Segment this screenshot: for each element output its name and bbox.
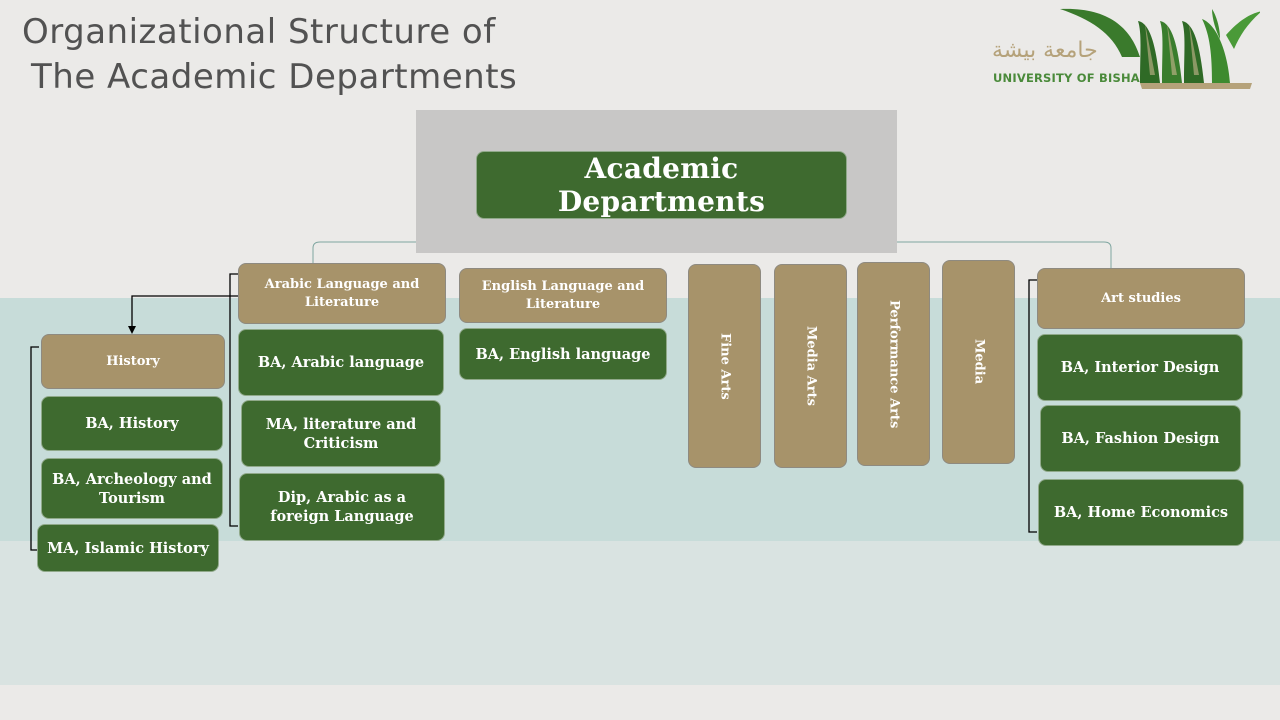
slide-title-line1: Organizational Structure of xyxy=(22,12,496,52)
program-label: BA, Home Economics xyxy=(1053,504,1229,521)
department-label: History xyxy=(106,353,160,369)
department-english: English Language and Literature xyxy=(459,268,667,323)
department-label: Performance Arts xyxy=(886,299,902,429)
department-media: Media xyxy=(942,260,1015,464)
program-node: BA, Archeology and Tourism xyxy=(41,458,223,519)
program-label: Dip, Arabic as a foreign Language xyxy=(270,489,414,525)
program-label: BA, Interior Design xyxy=(1060,359,1220,376)
program-node: BA, English language xyxy=(459,328,667,380)
program-label: MA, literature and Criticism xyxy=(265,415,417,452)
department-arabic: Arabic Language and Literature xyxy=(238,263,446,324)
slide-title-line2: The Academic Departments xyxy=(31,57,518,97)
department-history: History xyxy=(41,334,225,389)
program-node: BA, Interior Design xyxy=(1037,334,1243,401)
department-media-arts: Media Arts xyxy=(774,264,847,468)
slide-title: Organizational Structure of The Academic… xyxy=(22,10,517,100)
program-label: BA, Arabic language xyxy=(257,354,425,371)
program-node: BA, Home Economics xyxy=(1038,479,1244,546)
department-label: English Language and Literature xyxy=(481,278,645,312)
department-label: Media xyxy=(971,339,987,385)
department-fine-arts: Fine Arts xyxy=(688,264,761,468)
program-node: MA, Islamic History xyxy=(37,524,219,572)
program-label: BA, Fashion Design xyxy=(1061,430,1220,447)
root-node: Academic Departments xyxy=(476,151,847,219)
program-node: BA, History xyxy=(41,396,223,451)
root-label: Academic Departments xyxy=(557,152,766,218)
department-label: Arabic Language and Literature xyxy=(264,276,420,310)
program-node: MA, literature and Criticism xyxy=(241,400,441,467)
program-node: BA, Fashion Design xyxy=(1040,405,1241,472)
program-label: MA, Islamic History xyxy=(47,539,209,557)
program-label: BA, Archeology and Tourism xyxy=(52,470,212,507)
program-label: BA, History xyxy=(85,415,179,432)
logo-english-text: UNIVERSITY OF BISHA xyxy=(993,71,1140,85)
department-art-studies: Art studies xyxy=(1037,268,1245,329)
program-label: BA, English language xyxy=(475,345,651,363)
program-node: BA, Arabic language xyxy=(238,329,444,396)
department-label: Art studies xyxy=(1101,290,1181,306)
department-label: Fine Arts xyxy=(717,332,733,400)
program-node: Dip, Arabic as a foreign Language xyxy=(239,473,445,541)
department-label: Media Arts xyxy=(803,326,819,406)
department-performance-arts: Performance Arts xyxy=(857,262,930,466)
logo-arabic-text: جامعة بيشة xyxy=(992,38,1098,63)
logo-leaves-icon xyxy=(1060,8,1260,89)
